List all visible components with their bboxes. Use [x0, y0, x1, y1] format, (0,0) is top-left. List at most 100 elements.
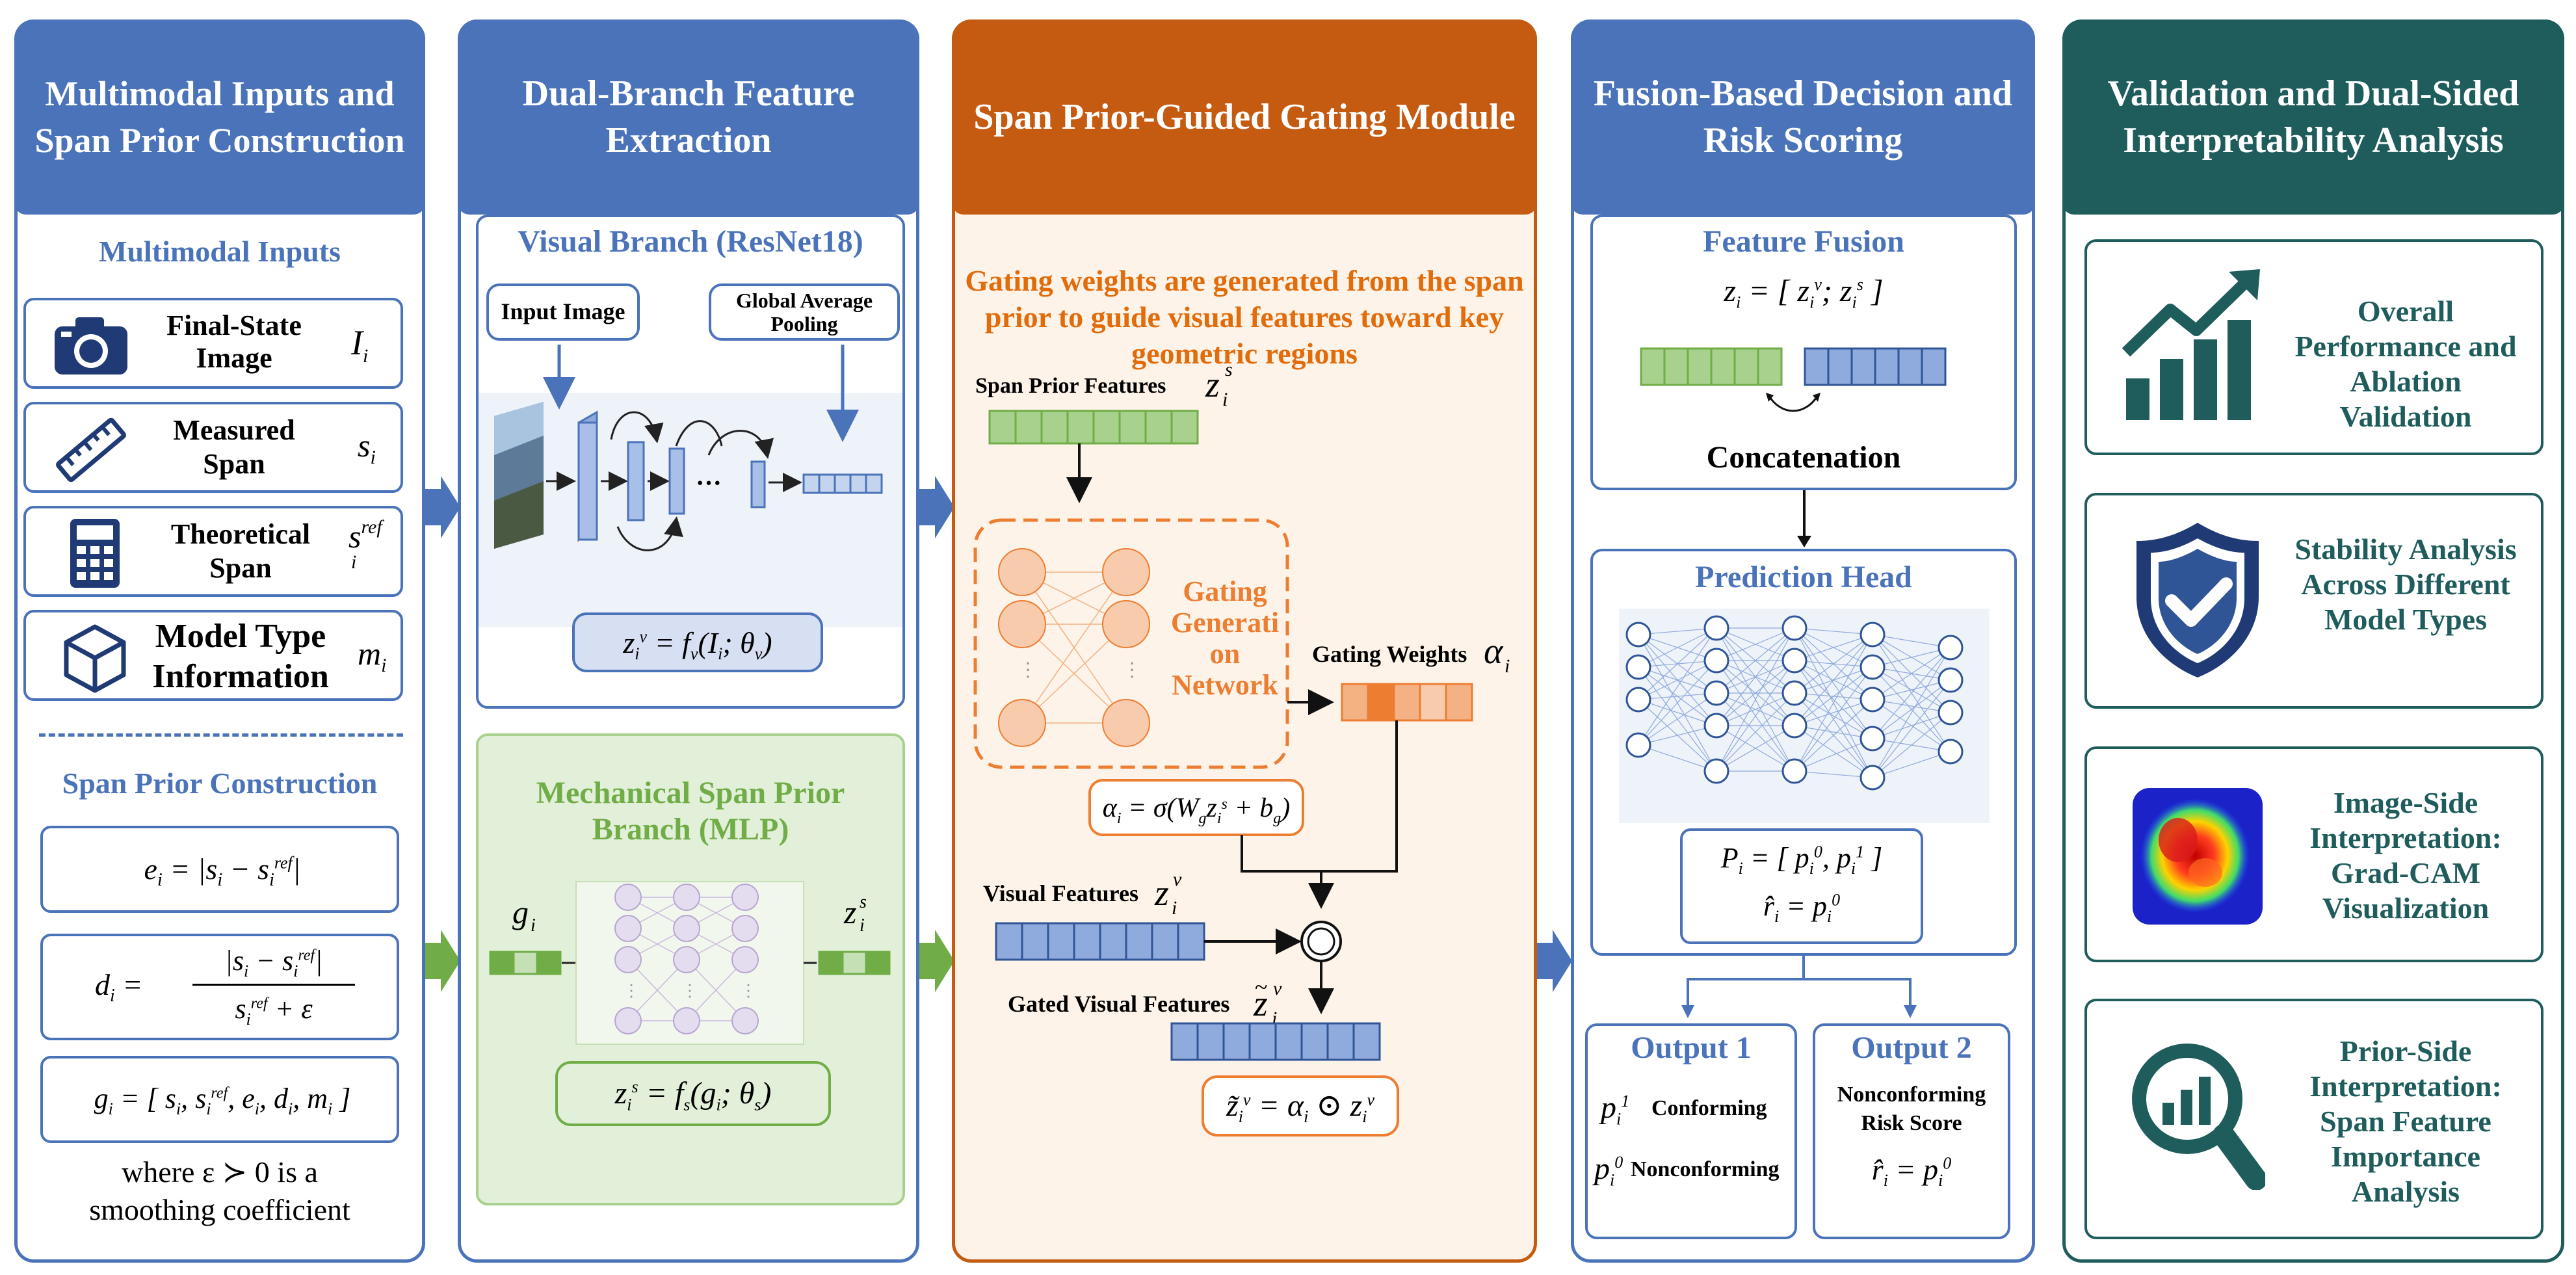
validation-item-stability: Stability Analysis Across Different Mode… [2084, 493, 2543, 709]
visual-branch-heading: Visual Branch (ResNet18) [518, 224, 863, 259]
panel-fusion-title: Fusion-Based Decision and Risk Scoring [1571, 20, 2035, 215]
formula-e: ei = |si − siref| [40, 826, 399, 913]
magnifier-chart-icon [2132, 1044, 2265, 1190]
svg-text:i: i [1272, 1008, 1277, 1029]
network-node [1938, 739, 1964, 765]
camera-icon [55, 317, 127, 375]
svg-text:g: g [512, 894, 529, 930]
network-node [1781, 680, 1807, 706]
arrow-panel2-to-3-bottom [919, 930, 954, 992]
svg-text:⋮: ⋮ [681, 981, 698, 1000]
validation-item-performance: Overall Performance and Ablation Validat… [2084, 239, 2543, 455]
gating-description: Gating weights are generated from the sp… [965, 264, 1524, 370]
output1-box [1585, 1023, 1797, 1239]
svg-text:i: i [1505, 655, 1510, 677]
svg-text:Gated Visual Features: Gated Visual Features [1008, 991, 1229, 1017]
svg-text:i: i [860, 915, 865, 936]
formula-g: gi = [ si, siref, ei, di, mi ] [40, 1056, 399, 1143]
panel-dual-branch-title: Dual-Branch Feature Extraction [458, 20, 919, 215]
svg-text:v: v [1173, 869, 1182, 890]
fusion-formula: zi = [ ziv; zis ] [1724, 274, 1884, 312]
svg-text:z: z [843, 894, 856, 930]
input-symbol: mi [358, 635, 387, 676]
svg-text:⋮: ⋮ [623, 981, 640, 1000]
arrow-panel1-to-2-top [425, 476, 460, 538]
panel-gating-title: Span Prior-Guided Gating Module [952, 20, 1537, 215]
formula-d: di = |si − siref| siref + ε [40, 934, 399, 1040]
nonconforming-label: Nonconforming [1631, 1157, 1780, 1181]
fusion-heading: Feature Fusion [1703, 224, 1904, 259]
split-arrows [1681, 956, 1917, 1018]
ruler-icon [56, 417, 126, 482]
network-node [1860, 765, 1886, 791]
svg-text:v: v [1273, 978, 1282, 999]
arrow-panel2-to-3-top [919, 476, 954, 538]
svg-text:z: z [1205, 365, 1220, 405]
svg-text:z̃iv = αi ⊙ ziv: z̃iv = αi ⊙ ziv [1226, 1088, 1374, 1126]
network-node [1860, 687, 1886, 713]
arrow-panel3-to-4 [1537, 930, 1572, 992]
input-symbol: Ii [351, 323, 369, 367]
inputs-heading: Multimodal Inputs [99, 235, 341, 268]
network-node [1938, 667, 1964, 693]
input-image-label: Input Image [486, 283, 640, 341]
svg-text:α: α [1484, 631, 1504, 672]
visual-formula: ziv = fv(Ii; θv) [572, 612, 823, 672]
network-node [1860, 654, 1886, 680]
network-node [1703, 648, 1729, 674]
network-node [1860, 622, 1886, 648]
input-label: Model Type Information [152, 618, 329, 695]
input-label: Final-State Image [166, 309, 302, 374]
prob-formula-box: Pi = [ pi0, pi1 ] r̂i = pi0 [1680, 828, 1923, 944]
heatmap-icon [2133, 788, 2263, 925]
network-node [1703, 680, 1729, 706]
svg-text:⋮: ⋮ [1122, 659, 1142, 681]
svg-text:i: i [1222, 389, 1228, 410]
network-node [1625, 654, 1651, 680]
mechanical-branch-heading: Mechanical Span Prior Branch (MLP) [536, 776, 845, 847]
concatenation-label: Concatenation [1706, 440, 1901, 475]
network-node [1938, 700, 1964, 726]
mlp-formula: zis = fs(gi; θs) [555, 1061, 831, 1126]
risk-formula: r̂i = pi0 [1871, 1153, 1952, 1190]
p0-symbol: pi0 [1594, 1151, 1623, 1190]
span-prior-label: Span Prior Features [975, 374, 1166, 398]
validation-item-gradcam: Image-Side Interpretation: Grad-CAM Visu… [2084, 746, 2543, 962]
network-node [1703, 758, 1729, 784]
svg-text:Gating Weights: Gating Weights [1312, 641, 1467, 667]
fusion-vectors [1640, 347, 1947, 412]
svg-text:i: i [1172, 897, 1177, 919]
prediction-network [1619, 609, 1990, 823]
svg-text:αi = σ(Wgzis + bg): αi = σ(Wgzis + bg) [1103, 793, 1290, 827]
svg-text:⋮: ⋮ [1018, 659, 1038, 681]
svg-text:on: on [1210, 638, 1240, 670]
panel-validation-title: Validation and Dual-Sided Interpretabili… [2062, 20, 2564, 215]
network-node [1625, 732, 1651, 758]
dashed-divider [39, 733, 403, 737]
input-symbol: si [358, 427, 376, 468]
input-row-measured: Measured Span si [23, 402, 403, 493]
network-node [1938, 635, 1964, 661]
shield-check-icon [2136, 523, 2259, 677]
calculator-icon [70, 519, 120, 588]
prediction-heading: Prediction Head [1695, 560, 1912, 594]
arrow-fusion-to-pred [1797, 490, 1811, 547]
output2-box [1813, 1023, 2010, 1239]
network-node [1625, 622, 1651, 648]
prior-heading: Span Prior Construction [62, 767, 378, 800]
network-node [1781, 758, 1807, 784]
gap-label: Global Average Pooling [709, 283, 900, 341]
input-label: Measured Span [173, 414, 295, 480]
cube-icon [64, 624, 126, 693]
network-node [1781, 648, 1807, 674]
svg-text:Visual Features: Visual Features [983, 880, 1138, 906]
network-node [1625, 687, 1651, 713]
svg-text:s: s [1225, 359, 1233, 380]
p1-symbol: pi1 [1601, 1090, 1630, 1129]
svg-text:Generati: Generati [1171, 607, 1279, 638]
conforming-label: Conforming [1651, 1096, 1767, 1120]
